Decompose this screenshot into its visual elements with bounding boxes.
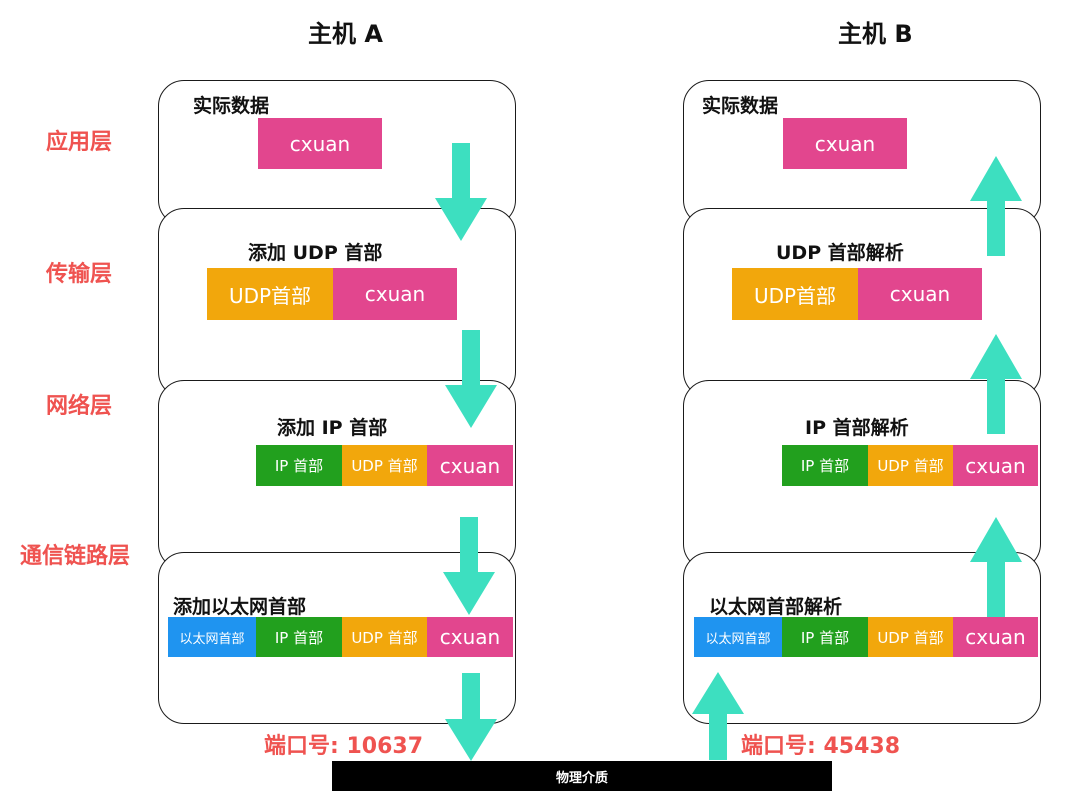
host-a-title: 主机 A [308,20,383,48]
host-a-app-caption: 实际数据 [193,95,270,117]
host-a-link-udp-block: UDP 首部 [342,617,427,657]
host-a-link-ip-block: IP 首部 [256,617,342,657]
layer-label-link: 通信链路层 [20,544,131,569]
host-b-transport-udp-block: UDP首部 [732,268,858,320]
down-arrow-icon [445,330,497,428]
down-arrow-icon [445,673,497,761]
host-b-port-label: 端口号: 45438 [741,734,900,759]
host-a-port-label: 端口号: 10637 [264,734,423,759]
host-a-network-caption: 添加 IP 首部 [277,417,388,439]
host-a-link-ethernet-block: 以太网首部 [168,617,256,657]
host-b-link-ip-block: IP 首部 [782,617,868,657]
host-a-network-udp-block: UDP 首部 [342,445,427,486]
physical-medium-bar: 物理介质 [332,761,832,791]
up-arrow-icon [692,672,744,760]
down-arrow-icon [443,517,495,615]
host-b-link-ethernet-block: 以太网首部 [694,617,782,657]
host-a-transport-udp-block: UDP首部 [207,268,333,320]
host-b-title: 主机 B [838,20,913,48]
host-b-network-caption: IP 首部解析 [805,417,909,439]
host-b-link-caption: 以太网首部解析 [709,596,843,618]
layer-label-application: 应用层 [46,130,113,155]
up-arrow-icon [970,156,1022,256]
host-b-network-ip-block: IP 首部 [782,445,868,486]
host-b-transport-caption: UDP 首部解析 [776,242,904,264]
host-a-link-caption: 添加以太网首部 [173,596,307,618]
layer-label-transport: 传输层 [46,262,113,287]
host-b-network-udp-block: UDP 首部 [868,445,953,486]
up-arrow-icon [970,334,1022,434]
host-a-network-data-block: cxuan [427,445,513,486]
up-arrow-icon [970,517,1022,617]
host-b-transport-data-block: cxuan [858,268,982,320]
host-b-network-data-block: cxuan [953,445,1038,486]
host-a-app-data-block: cxuan [258,118,382,169]
host-a-network-ip-block: IP 首部 [256,445,342,486]
host-a-transport-data-block: cxuan [333,268,457,320]
host-a-link-data-block: cxuan [427,617,513,657]
host-b-link-udp-block: UDP 首部 [868,617,953,657]
layer-label-network: 网络层 [46,394,113,419]
host-b-link-data-block: cxuan [953,617,1038,657]
host-a-transport-caption: 添加 UDP 首部 [248,242,383,264]
down-arrow-icon [435,143,487,241]
host-b-app-caption: 实际数据 [702,95,779,117]
host-b-app-data-block: cxuan [783,118,907,169]
